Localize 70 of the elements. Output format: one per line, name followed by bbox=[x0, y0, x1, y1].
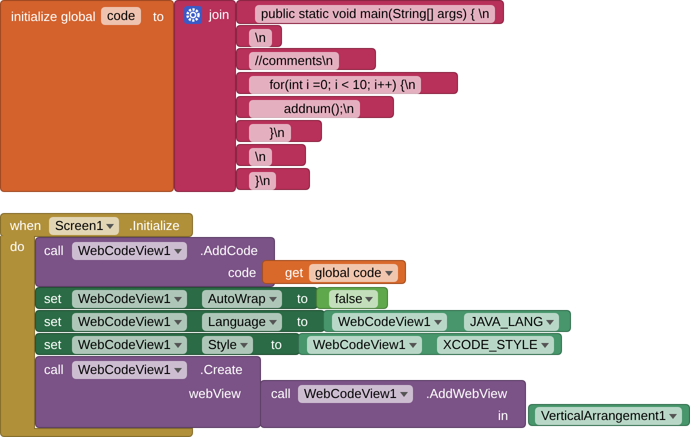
block-label: call bbox=[271, 386, 291, 402]
property-value-block bbox=[323, 310, 571, 332]
block-label: join bbox=[209, 7, 230, 23]
text-string-block bbox=[236, 96, 394, 118]
dropdown-field: JAVA_LANG bbox=[464, 313, 560, 331]
block-label: call bbox=[44, 243, 64, 259]
component-block bbox=[528, 404, 690, 426]
block-label: to bbox=[297, 314, 308, 330]
dropdown-field: WebCodeView1 bbox=[72, 313, 187, 331]
block-label: .Create bbox=[200, 362, 243, 378]
text-field: addnum();\n bbox=[249, 100, 360, 118]
block-label: when bbox=[10, 218, 42, 234]
block-label: code bbox=[228, 265, 256, 281]
block-label: in bbox=[498, 408, 508, 424]
dropdown-field: WebCodeView1 bbox=[298, 385, 413, 403]
boolean-block bbox=[316, 287, 388, 309]
dropdown-field: XCODE_STYLE bbox=[437, 336, 554, 354]
block-label: do bbox=[10, 239, 24, 255]
dropdown-field: AutoWrap bbox=[202, 290, 282, 308]
event-handler-block bbox=[0, 213, 193, 237]
join-block bbox=[174, 0, 236, 192]
block-label: set bbox=[44, 314, 62, 330]
text-field: //comments\n bbox=[249, 52, 340, 70]
method-call-block bbox=[35, 356, 261, 428]
text-string-block bbox=[236, 120, 322, 142]
dropdown-field: WebCodeView1 bbox=[307, 336, 422, 354]
dropdown-field: global code bbox=[309, 264, 398, 282]
text-field: for(int i =0; i < 10; i++) {\n bbox=[249, 76, 422, 94]
variable-declaration-block bbox=[0, 0, 174, 192]
text-string-block bbox=[236, 48, 376, 70]
property-value-block bbox=[298, 333, 562, 355]
setter-block bbox=[35, 310, 325, 332]
dropdown-field: WebCodeView1 bbox=[72, 336, 187, 354]
block-label: .Initialize bbox=[129, 218, 180, 234]
dropdown-field: WebCodeView1 bbox=[72, 361, 187, 379]
text-field: }\n bbox=[249, 172, 276, 190]
text-string-block bbox=[236, 72, 458, 94]
text-field: \n bbox=[249, 29, 272, 47]
dropdown-field: WebCodeView1 bbox=[332, 313, 447, 331]
text-string-block bbox=[236, 144, 306, 166]
method-call-block bbox=[260, 380, 526, 428]
block-label: get bbox=[285, 265, 304, 281]
setter-block bbox=[35, 333, 300, 355]
block-label: .AddWebView bbox=[426, 386, 508, 402]
text-field: code bbox=[101, 7, 142, 25]
text-field: public static void main(String[] args) { \n bbox=[255, 5, 496, 23]
dropdown-field: false bbox=[329, 290, 378, 308]
text-field: \n bbox=[249, 148, 272, 166]
block-label: call bbox=[44, 362, 64, 378]
block-label: set bbox=[44, 337, 62, 353]
block-label: initialize global bbox=[11, 9, 96, 25]
block-label: .AddCode bbox=[200, 243, 258, 259]
dropdown-field: VerticalArrangement1 bbox=[535, 407, 682, 425]
dropdown-field: Style bbox=[202, 336, 253, 354]
text-field: }\n bbox=[249, 124, 291, 142]
block-label: webView bbox=[189, 386, 241, 402]
getter-block bbox=[262, 260, 406, 284]
method-call-block bbox=[35, 237, 275, 287]
block-label: to bbox=[297, 291, 308, 307]
dropdown-field: Screen1 bbox=[49, 217, 120, 235]
block-label: to bbox=[271, 337, 282, 353]
dropdown-field: WebCodeView1 bbox=[72, 290, 187, 308]
text-string-block bbox=[236, 0, 504, 24]
text-string-block bbox=[236, 25, 282, 47]
block-label: to bbox=[153, 9, 164, 25]
dropdown-field: WebCodeView1 bbox=[72, 242, 187, 260]
text-string-block bbox=[236, 168, 310, 190]
setter-block bbox=[35, 287, 318, 309]
block-label: set bbox=[44, 291, 62, 307]
dropdown-field: Language bbox=[202, 313, 282, 331]
